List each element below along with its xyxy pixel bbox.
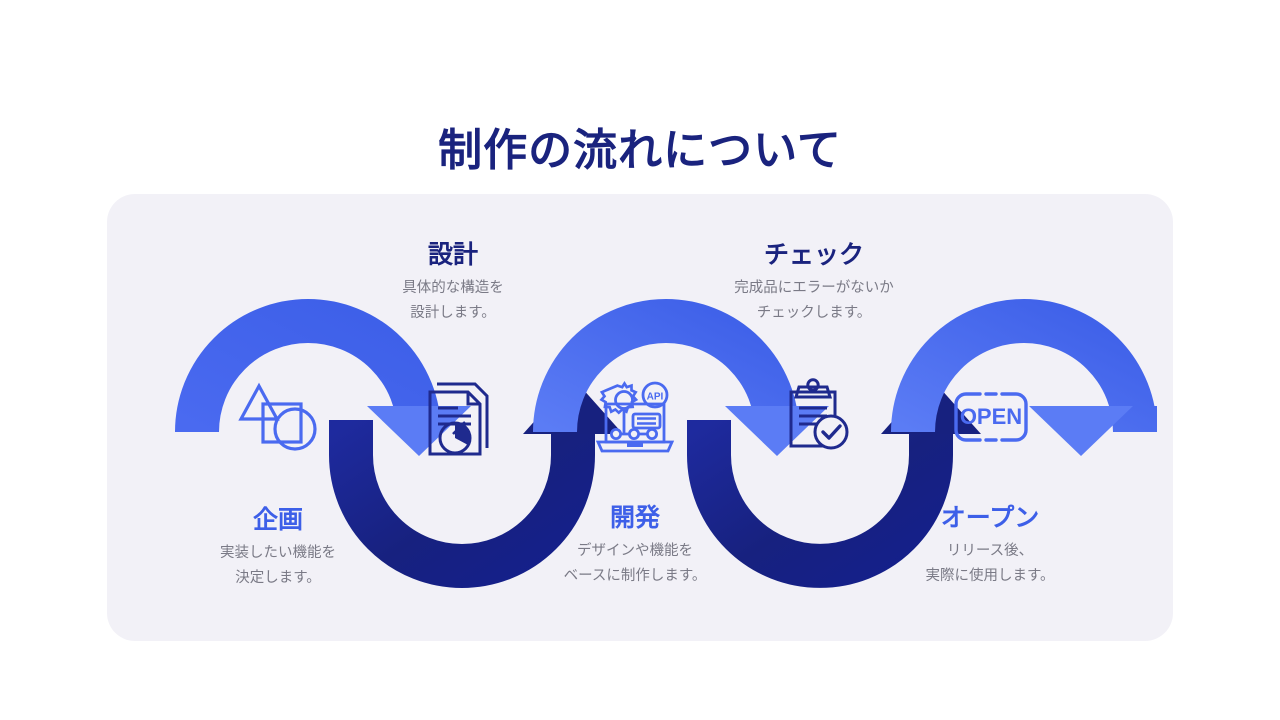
step-3-description: デザインや機能を ベースに制作します。 — [510, 539, 760, 590]
laptop-gear-api-icon: API — [592, 372, 678, 458]
step-2-description: 具体的な構造を 設計します。 — [328, 276, 578, 327]
step-1-desc-line-1: 実装したい機能を — [220, 545, 336, 561]
step-3-block: 開発 デザインや機能を ベースに制作します。 — [510, 503, 760, 590]
api-badge-label: API — [647, 392, 664, 403]
step-3-title: 開発 — [609, 504, 660, 532]
step-5-desc-line-2: 実際に使用します。 — [925, 568, 1055, 585]
open-sign-label: OPEN — [960, 404, 1022, 429]
clipboard-check-icon — [773, 374, 859, 460]
page-title: 制作の流れについて — [438, 126, 842, 176]
step-2-title: 設計 — [427, 241, 478, 269]
step-1-block: 企画 実装したい機能を 決定します。 — [153, 505, 403, 592]
step-5-block: オープン リリース後、 実際に使用します。 — [865, 503, 1115, 590]
step-5-title: オープン — [940, 504, 1040, 532]
step-4-title: チェック — [763, 241, 864, 269]
step-4-desc-line-2: チェックします。 — [756, 305, 872, 322]
step-4-desc-line-1: 完成品にエラーがないか — [734, 280, 894, 296]
step-4-block: チェック 完成品にエラーがないか チェックします。 — [689, 240, 939, 327]
step-4-description: 完成品にエラーがないか チェックします。 — [689, 276, 939, 327]
step-5-desc-line-1: リリース後、 — [946, 543, 1034, 559]
document-pie-chart-icon — [413, 374, 499, 460]
step-2-desc-line-1: 具体的な構造を — [402, 280, 504, 296]
step-1-desc-line-2: 決定します。 — [235, 570, 321, 587]
step-3-desc-line-2: ベースに制作します。 — [563, 568, 707, 585]
step-1-description: 実装したい機能を 決定します。 — [153, 541, 403, 592]
shapes-triangle-square-circle-icon — [235, 374, 321, 460]
step-5-description: リリース後、 実際に使用します。 — [865, 539, 1115, 590]
open-sign-icon: OPEN — [946, 384, 1036, 450]
step-2-block: 設計 具体的な構造を 設計します。 — [328, 240, 578, 327]
step-2-desc-line-2: 設計します。 — [410, 305, 496, 322]
step-1-title: 企画 — [252, 506, 303, 534]
step-3-desc-line-1: デザインや機能を — [577, 543, 693, 559]
